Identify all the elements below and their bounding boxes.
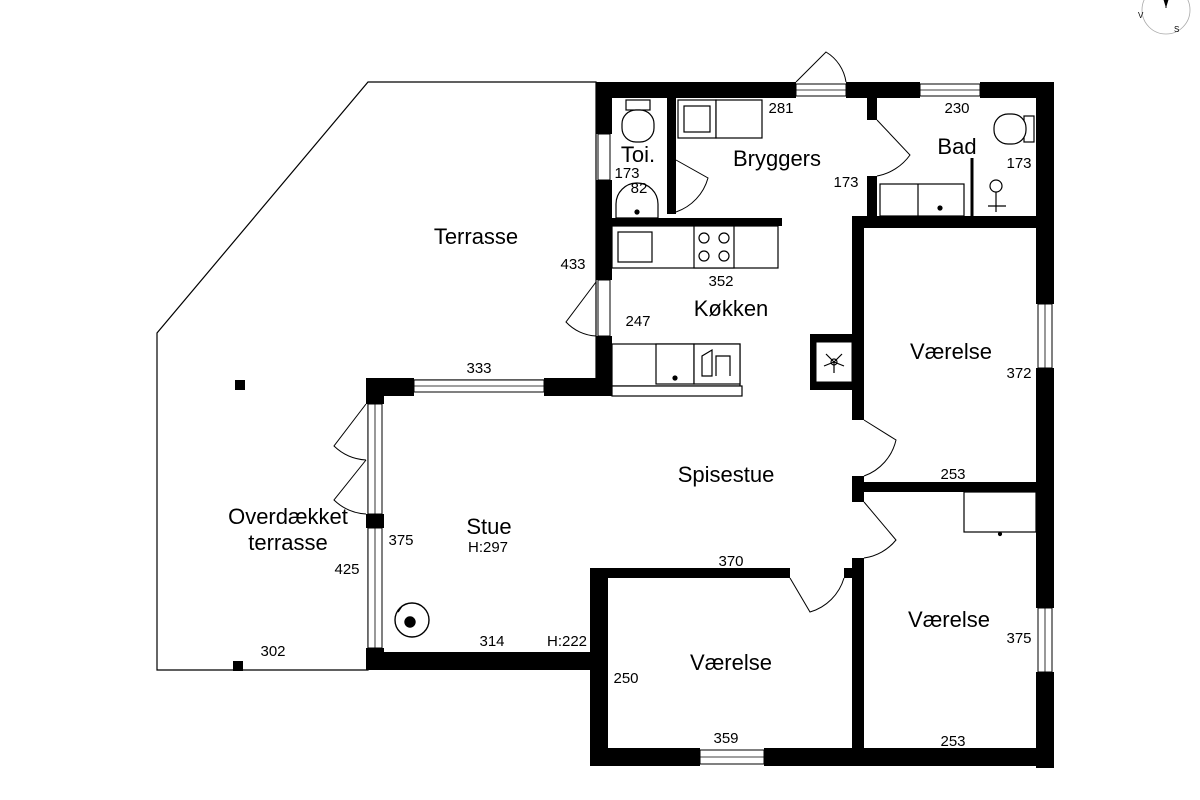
dim-kitchen-counter: 352 [708, 273, 733, 290]
dim-bedroom1-bottom: 253 [940, 466, 965, 483]
room-height-living: H:297 [468, 539, 508, 556]
dim-terrace-side: 433 [560, 256, 585, 273]
bath-vanity-fixture [879, 183, 965, 217]
fan-icon [823, 353, 845, 373]
room-label-bathroom: Bad [937, 134, 976, 159]
room-label-bedroom-2: Værelse [908, 607, 990, 632]
room-label-covered-terrace-2: terrasse [248, 530, 327, 555]
dim-toilet-side: 173 [614, 165, 639, 182]
room-label-bedroom-3: Værelse [690, 650, 772, 675]
room-label-terrasse: Terrasse [434, 224, 518, 249]
room-label-utility: Bryggers [733, 146, 821, 171]
compass-south-label: S [1174, 25, 1179, 34]
compass-west-label: V [1138, 11, 1144, 20]
terrace-post [233, 661, 243, 671]
exterior-walls [366, 82, 1054, 768]
interior-walls [600, 98, 1054, 748]
room-label-toilet: Toi. [621, 142, 655, 167]
dim-toilet-bottom: 82 [631, 180, 648, 197]
dim-bedroom1-side: 372 [1006, 365, 1031, 382]
kitchen-counter-bottom [611, 343, 743, 397]
bath-toilet-fixture [993, 113, 1035, 145]
room-label-kitchen: Køkken [694, 296, 769, 321]
dim-covered-side: 425 [334, 561, 359, 578]
doors [333, 51, 911, 613]
room-label-covered-terrace-1: Overdækket [228, 504, 348, 529]
shower-head-icon [988, 179, 1006, 212]
dim-bath-side: 173 [1006, 155, 1031, 172]
dim-utility-top: 281 [768, 100, 793, 117]
room-label-bedroom-1: Værelse [910, 339, 992, 364]
dim-bedroom2-bottom: 253 [940, 733, 965, 750]
dim-bedroom2-side: 375 [1006, 630, 1031, 647]
dim-utility-side: 173 [833, 174, 858, 191]
wardrobe-fixture [963, 491, 1037, 537]
toilet-fixture [621, 99, 655, 143]
dim-living-bottom: 314 [479, 633, 504, 650]
dim-bath-top: 230 [944, 100, 969, 117]
kitchen-counter-top [611, 225, 779, 269]
room-label-dining: Spisestue [678, 462, 775, 487]
dim-bedroom3-side: 250 [613, 670, 638, 687]
dim-bedroom3-bottom: 359 [713, 730, 738, 747]
window-lines [374, 89, 1046, 758]
compass-icon: V S [1138, 0, 1191, 35]
washer-fixture [677, 99, 763, 139]
sink-fixture [615, 182, 659, 219]
dim-kitchen-side: 247 [625, 313, 650, 330]
dim-living-top: 333 [466, 360, 491, 377]
room-label-living: Stue [466, 514, 511, 539]
dim-living-bottom-height: H:222 [547, 633, 587, 650]
wood-stove-icon [394, 602, 430, 638]
dim-covered-bottom: 302 [260, 643, 285, 660]
dim-living-side: 375 [388, 532, 413, 549]
dim-dining-bottom: 370 [718, 553, 743, 570]
terrace-post [235, 380, 245, 390]
